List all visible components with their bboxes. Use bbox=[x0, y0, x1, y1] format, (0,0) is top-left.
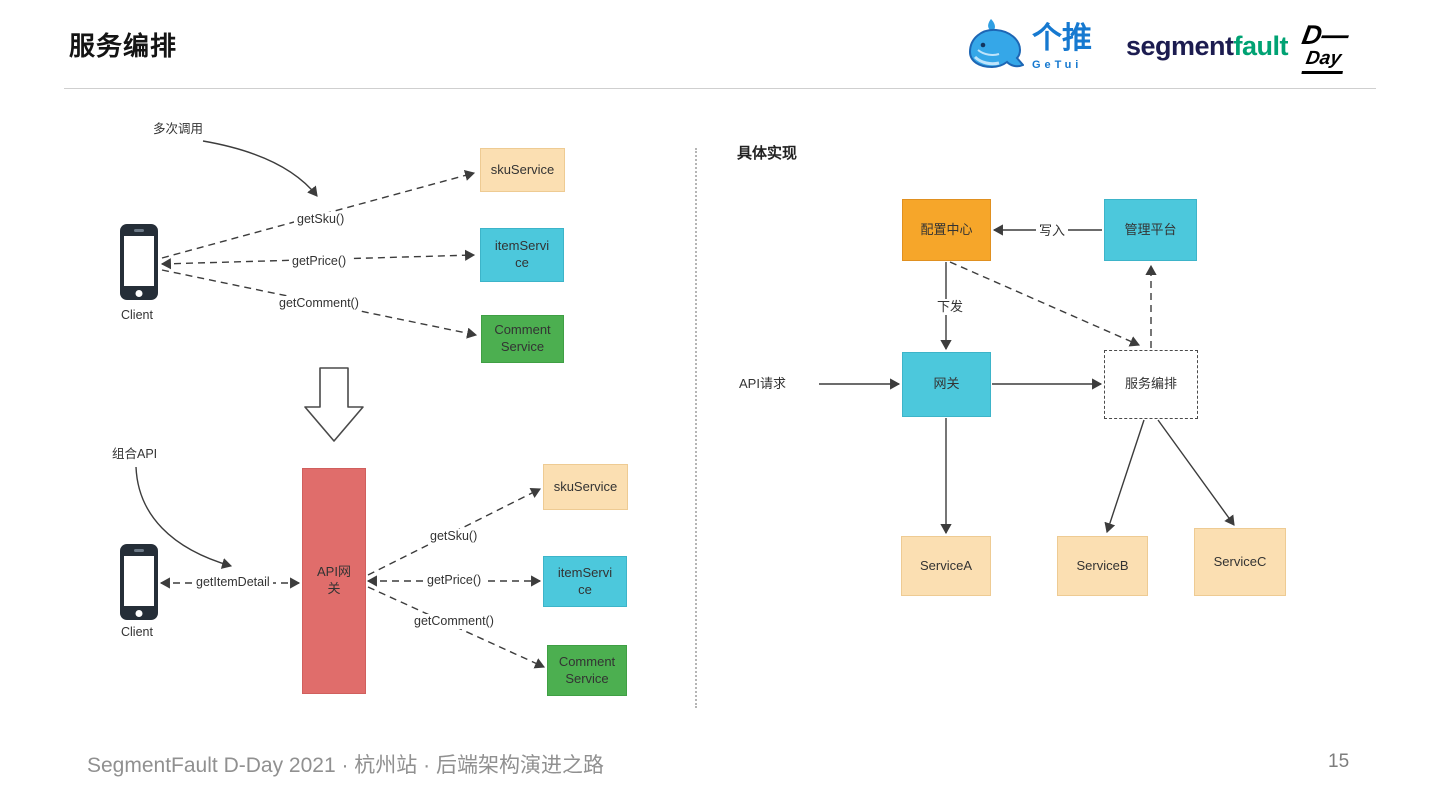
arrow-orchestration-to-service-c bbox=[1157, 419, 1235, 526]
edge-label-dispatch: 下发 bbox=[934, 299, 967, 315]
config-center-box: 配置中心 bbox=[902, 199, 991, 261]
dday-logo-top: D— bbox=[1299, 20, 1352, 50]
annotation-arrow-multicall bbox=[202, 140, 318, 197]
page-title: 服务编排 bbox=[69, 31, 178, 61]
edge-label-getcomment-1: getComment() bbox=[276, 296, 362, 311]
hollow-down-arrow bbox=[304, 367, 364, 442]
phone-screen bbox=[124, 556, 154, 606]
item-service-box-1: itemService bbox=[480, 228, 564, 282]
edge-label-write: 写入 bbox=[1036, 223, 1069, 239]
gateway-box: 网关 bbox=[902, 352, 991, 417]
edge-label-getprice-1: getPrice() bbox=[289, 254, 350, 269]
getui-en-text: GeTui bbox=[1032, 59, 1083, 71]
service-c-box: ServiceC bbox=[1194, 528, 1286, 596]
phone-speaker bbox=[134, 549, 144, 552]
edge-label-getcomment-2: getComment() bbox=[411, 614, 497, 629]
client-phone-icon bbox=[120, 224, 158, 300]
service-b-box: ServiceB bbox=[1057, 536, 1148, 596]
phone-speaker bbox=[134, 229, 144, 232]
implementation-heading: 具体实现 bbox=[737, 145, 798, 162]
arrow-orchestration-to-service-b bbox=[1104, 419, 1145, 534]
annotation-multicall: 多次调用 bbox=[153, 122, 204, 136]
phone-home-button bbox=[135, 290, 143, 297]
edge-label-getprice-2: getPrice() bbox=[424, 573, 485, 588]
segmentfault-logo-part1: segment bbox=[1126, 31, 1234, 61]
page-number: 15 bbox=[1328, 751, 1350, 772]
edge-label-getsku-1: getSku() bbox=[294, 212, 348, 227]
sku-service-box-2: skuService bbox=[543, 464, 628, 510]
footer-text: SegmentFault D-Day 2021 · 杭州站 · 后端架构演进之路 bbox=[87, 754, 604, 777]
edge-label-getsku-2: getSku() bbox=[427, 529, 481, 544]
phone-home-button bbox=[135, 610, 143, 617]
edge-label-api-request: API请求 bbox=[739, 376, 786, 391]
annotation-combined-api: 组合API bbox=[112, 447, 158, 461]
comment-service-box-1: Comment Service bbox=[481, 315, 564, 363]
client-label-2: Client bbox=[121, 625, 153, 639]
dday-logo: D— Day bbox=[1295, 20, 1352, 74]
header-divider bbox=[64, 88, 1376, 89]
arrow-config-to-orchestration bbox=[949, 261, 1141, 347]
admin-platform-box: 管理平台 bbox=[1104, 199, 1197, 261]
edge-label-getitemdetail: getItemDetail bbox=[193, 575, 273, 590]
service-a-box: ServiceA bbox=[901, 536, 991, 596]
comment-service-box-2: Comment Service bbox=[547, 645, 627, 696]
getui-cn-text: 个推 bbox=[1032, 22, 1092, 55]
item-service-box-2: itemService bbox=[543, 556, 627, 607]
whale-icon bbox=[968, 19, 1024, 69]
getui-wordmark: 个推 GeTui bbox=[1032, 18, 1092, 72]
getui-logo: 个推 GeTui bbox=[966, 18, 1092, 76]
sku-service-box-1: skuService bbox=[480, 148, 565, 192]
phone-screen bbox=[124, 236, 154, 286]
segmentfault-logo: segmentfault bbox=[1126, 31, 1289, 62]
segmentfault-logo-part2: fault bbox=[1233, 31, 1289, 61]
client-label: Client bbox=[121, 308, 153, 322]
client-phone-icon-2 bbox=[120, 544, 158, 620]
vertical-divider bbox=[695, 148, 697, 708]
dday-logo-bottom: Day bbox=[1301, 48, 1347, 74]
orchestration-box: 服务编排 bbox=[1104, 350, 1198, 419]
api-gateway-box: API网关 bbox=[302, 468, 366, 694]
